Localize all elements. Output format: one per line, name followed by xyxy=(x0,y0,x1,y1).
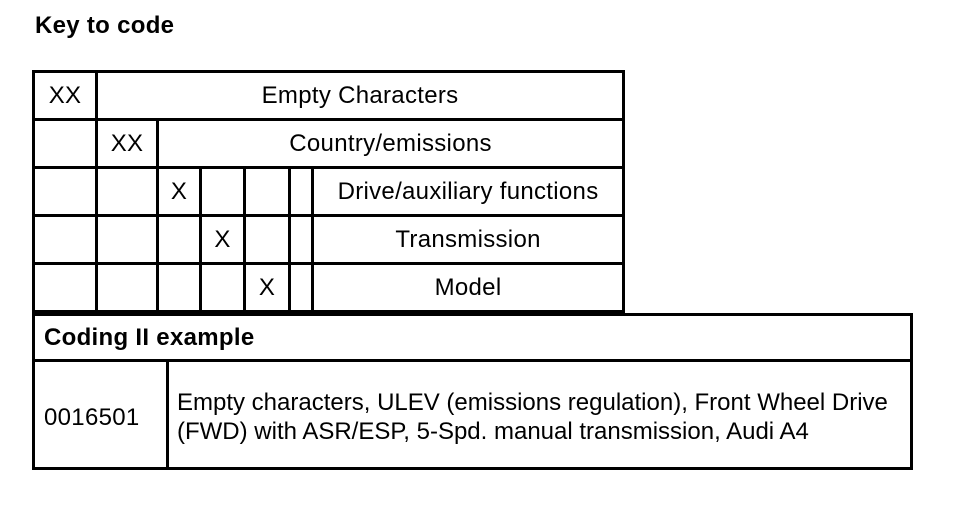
code-cell-drive-auxiliary: X xyxy=(156,166,202,217)
table-row: 0016501 Empty characters, ULEV (emission… xyxy=(32,359,914,470)
example-header-cell: Coding II example xyxy=(31,313,914,362)
empty-cell xyxy=(199,166,246,217)
code-cell-country-emissions: XX xyxy=(95,118,159,169)
page-title: Key to code xyxy=(35,12,175,39)
empty-cell xyxy=(32,118,98,169)
coding-example-table: Coding II example 0016501 Empty characte… xyxy=(31,313,914,470)
table-row: X Drive/auxiliary functions xyxy=(32,166,626,217)
empty-cell xyxy=(288,262,314,313)
empty-cell xyxy=(95,166,159,217)
empty-cell xyxy=(243,166,291,217)
empty-cell xyxy=(156,262,202,313)
label-cell-transmission: Transmission xyxy=(310,214,626,265)
table-row: Coding II example xyxy=(31,313,914,362)
label-cell-model: Model xyxy=(310,262,626,313)
empty-cell xyxy=(95,214,159,265)
empty-cell xyxy=(288,214,314,265)
table-row: XX Country/emissions xyxy=(32,118,626,169)
example-code-cell: 0016501 xyxy=(32,359,169,470)
key-to-code-table: XX Empty Characters XX Country/emissions… xyxy=(32,70,626,313)
table-row: X Transmission xyxy=(32,214,626,265)
empty-cell xyxy=(32,214,98,265)
label-cell-drive-auxiliary: Drive/auxiliary functions xyxy=(310,166,626,217)
code-cell-empty-characters: XX xyxy=(32,70,98,121)
empty-cell xyxy=(32,166,98,217)
empty-cell xyxy=(156,214,202,265)
empty-cell xyxy=(243,214,291,265)
empty-cell xyxy=(288,166,314,217)
empty-cell xyxy=(95,262,159,313)
table-row: X Model xyxy=(32,262,626,313)
label-cell-empty-characters: Empty Characters xyxy=(94,70,626,121)
empty-cell xyxy=(32,262,98,313)
label-cell-country-emissions: Country/emissions xyxy=(155,118,626,169)
example-description-cell: Empty characters, ULEV (emissions regula… xyxy=(165,359,914,470)
empty-cell xyxy=(199,262,246,313)
table-row: XX Empty Characters xyxy=(32,70,626,121)
code-cell-model: X xyxy=(243,262,291,313)
code-cell-transmission: X xyxy=(199,214,246,265)
